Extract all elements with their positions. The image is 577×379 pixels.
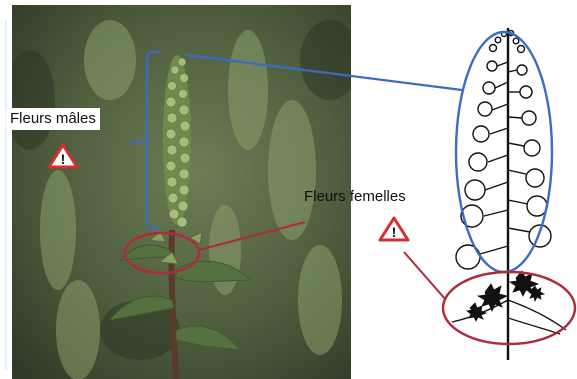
- female-flower-glyphs: [467, 271, 544, 321]
- female-connector-line: [404, 252, 446, 300]
- female-flowers-label: Fleurs femelles: [304, 188, 406, 206]
- warning-triangle-icon: !: [47, 143, 79, 169]
- male-flowers-label: Fleurs mâles: [6, 108, 100, 130]
- warning-mark: !: [61, 151, 66, 167]
- warning-mark: !: [392, 224, 397, 240]
- schematic-male-ellipse: [456, 32, 552, 272]
- warning-triangle-icon: !: [378, 216, 410, 242]
